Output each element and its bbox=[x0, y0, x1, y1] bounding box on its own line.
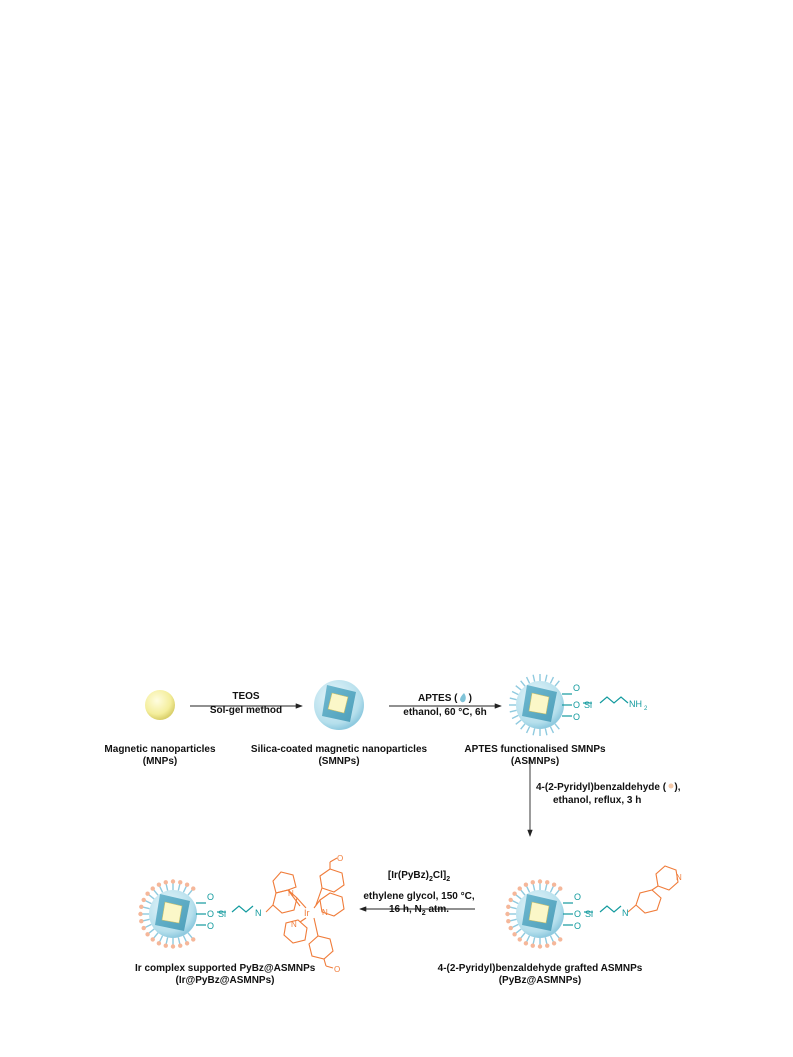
mnp-label: Magnetic nanoparticles (MNPs) bbox=[100, 744, 220, 768]
o-label: O bbox=[573, 712, 580, 722]
step3-solvent: ethanol, reflux, 3 h bbox=[553, 795, 642, 806]
step1-method: Sol-gel method bbox=[209, 705, 283, 716]
n-label: N bbox=[255, 908, 262, 918]
asmnp-linker bbox=[562, 693, 629, 717]
pybz-abbrev: (PyBz@ASMNPs) bbox=[498, 975, 582, 986]
pybz-name: 4-(2-Pyridyl)benzaldehyde grafted ASMNPs bbox=[437, 963, 643, 974]
ir-abbrev: (Ir@PyBz@ASMNPs) bbox=[175, 975, 275, 986]
pybz-particle bbox=[505, 879, 564, 949]
si-label: Si bbox=[585, 909, 593, 919]
o-label: O bbox=[207, 921, 214, 931]
smnp-name: Silica-coated magnetic nanoparticles bbox=[250, 744, 428, 755]
step2-reagent: APTES ( ) bbox=[418, 693, 472, 704]
si-label: Si bbox=[584, 700, 592, 710]
o-label: O bbox=[573, 683, 580, 693]
step1-conditions: TEOS Sol-gel method bbox=[196, 690, 296, 717]
o-label: O bbox=[574, 909, 581, 919]
step4-conditions: [Ir(PyBz)2Cl]2 ethylene glycol, 150 °C, … bbox=[360, 869, 478, 920]
asmnp-abbrev: (ASMNPs) bbox=[510, 756, 560, 767]
step4-solvent: ethylene glycol, 150 °C, bbox=[363, 891, 475, 902]
step3-reagent: 4-(2-Pyridyl)benzaldehyde ( ), bbox=[536, 782, 681, 793]
step4-time: 16 h, N2 atm. bbox=[388, 904, 450, 917]
ir-atom-label: Ir bbox=[304, 908, 310, 918]
pybz-label: 4-(2-Pyridyl)benzaldehyde grafted ASMNPs… bbox=[430, 963, 650, 987]
aldehyde-o-label: O bbox=[334, 965, 340, 974]
o-label: O bbox=[207, 909, 214, 919]
pyridine-n-label: N bbox=[322, 908, 328, 917]
ir-label: Ir complex supported PyBz@ASMNPs (Ir@PyB… bbox=[135, 963, 315, 987]
o-label: O bbox=[207, 892, 214, 902]
nh2-subscript: 2 bbox=[644, 706, 648, 712]
pyridine-n-label: N bbox=[288, 889, 294, 898]
asmnp-name: APTES functionalised SMNPs bbox=[464, 744, 606, 755]
smnp-particle bbox=[314, 680, 364, 730]
si-label: Si bbox=[218, 909, 226, 919]
o-label: O bbox=[574, 892, 581, 902]
ir-particle bbox=[138, 879, 197, 949]
pyridine-n-label: N bbox=[676, 873, 682, 882]
step2-conditions: APTES ( ) ethanol, 60 °C, 6h bbox=[389, 692, 501, 719]
pybz-dot-icon bbox=[668, 783, 674, 789]
mnp-abbrev: (MNPs) bbox=[142, 756, 178, 767]
step3-conditions: 4-(2-Pyridyl)benzaldehyde ( ), ethanol, … bbox=[536, 781, 680, 807]
ir-name: Ir complex supported PyBz@ASMNPs bbox=[135, 963, 316, 974]
ir-linker bbox=[196, 902, 274, 926]
mnp-particle bbox=[145, 690, 175, 720]
aldehyde-o-label: O bbox=[337, 854, 343, 863]
smnp-abbrev: (SMNPs) bbox=[318, 756, 360, 767]
step4-reagent: [Ir(PyBz)2Cl]2 bbox=[387, 870, 451, 883]
n-label: N bbox=[622, 908, 629, 918]
o-label: O bbox=[573, 700, 580, 710]
pybz-linker bbox=[563, 865, 679, 926]
pyridine-n-label: N bbox=[291, 920, 297, 929]
aptes-drop-icon bbox=[460, 693, 466, 703]
ir-complex-structure bbox=[272, 857, 345, 969]
asmnp-particle bbox=[509, 674, 564, 736]
asmnp-label: APTES functionalised SMNPs (ASMNPs) bbox=[460, 744, 610, 768]
smnp-label: Silica-coated magnetic nanoparticles (SM… bbox=[244, 744, 434, 768]
step2-solvent: ethanol, 60 °C, 6h bbox=[403, 707, 487, 718]
o-label: O bbox=[574, 921, 581, 931]
step1-reagent: TEOS bbox=[232, 691, 260, 702]
nh-label: NH bbox=[629, 699, 642, 709]
mnp-name: Magnetic nanoparticles bbox=[104, 744, 216, 755]
